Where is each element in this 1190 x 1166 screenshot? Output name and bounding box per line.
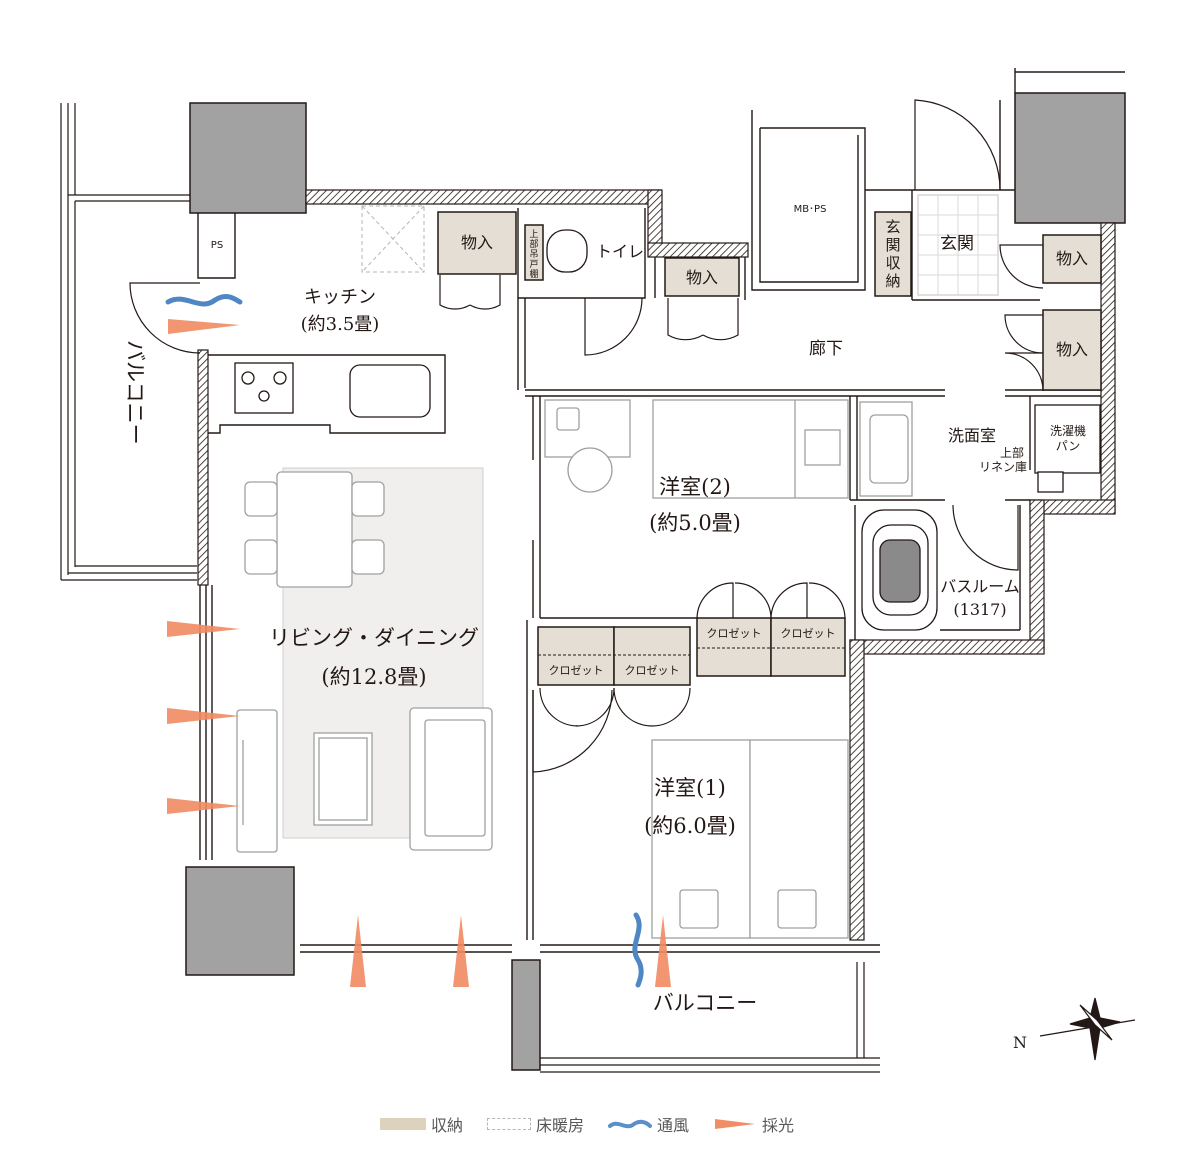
legend-ventilation-label: 通風	[657, 1116, 690, 1135]
upper-shelf	[524, 224, 544, 281]
toilet-name: トイレ	[596, 242, 644, 261]
entrance-storage-mid-label: 物入	[1056, 340, 1088, 359]
linen-label-2: リネン庫	[979, 460, 1027, 474]
balcony-south-name: バルコニー	[653, 991, 758, 1015]
ventilation-icon	[165, 294, 243, 307]
furniture	[234, 194, 1101, 939]
linen-label-1: 上部	[1000, 445, 1024, 460]
corridor-storage	[664, 257, 740, 297]
ventilation-wave-icon	[608, 1119, 653, 1129]
ventilation-markers	[165, 294, 644, 988]
shoe-storage-char-2: 関	[885, 236, 900, 254]
bathroom-name: バスルーム	[940, 577, 1020, 596]
storage-units	[437, 211, 1102, 686]
closet-w2-b-label: クロゼット	[781, 627, 836, 640]
room-labels: キッチン (約3.5畳) リビング・ダイニング (約12.8畳) 洋室(2) (…	[123, 204, 1088, 1052]
balcony-south	[540, 962, 880, 1073]
daylight-icon	[167, 798, 240, 814]
legend-daylight: 採光	[713, 1112, 794, 1136]
floor-heating-swatch	[487, 1118, 532, 1130]
mbps-label: MB･PS	[794, 204, 827, 215]
legend: 収納 床暖房 通風 採光	[380, 1112, 818, 1136]
pillars	[185, 92, 1126, 1071]
legend-daylight-label: 採光	[762, 1116, 795, 1135]
legend-storage: 収納	[380, 1112, 463, 1136]
closet-w1-b	[613, 626, 691, 686]
upper-shelf-char-5: 棚	[529, 268, 538, 280]
kitchen-name: キッチン	[304, 287, 376, 308]
entrance-name: 玄関	[940, 234, 974, 254]
closet-w2-b	[770, 617, 846, 677]
shoe-storage-char-4: 納	[885, 272, 900, 290]
daylight-icon	[350, 915, 366, 987]
corridor-name: 廊下	[809, 339, 843, 359]
daylight-markers	[167, 319, 671, 987]
kitchen-storage-label: 物入	[461, 233, 493, 252]
washroom-name: 洗面室	[948, 426, 996, 445]
western1-size: (約6.0畳)	[644, 814, 736, 838]
ventilation-icon	[632, 912, 644, 988]
entrance-storage-mid	[1042, 309, 1102, 391]
closet-w2-a	[696, 617, 772, 677]
shoe-storage-char-3: 収	[885, 254, 900, 272]
daylight-icon	[167, 621, 240, 637]
compass-north-label: N	[1013, 1033, 1027, 1052]
entrance-storage-top-label: 物入	[1056, 249, 1088, 268]
daylight-triangle-icon	[715, 1119, 756, 1129]
shoe-storage-char-1: 玄	[885, 218, 900, 236]
upper-shelf-char-4: 戸	[529, 259, 538, 270]
legend-floor-heating-label: 床暖房	[536, 1116, 585, 1135]
ps-label: PS	[211, 240, 223, 251]
washer-pan-label-2: パン	[1056, 439, 1081, 453]
closet-w1-a-label: クロゼット	[549, 664, 604, 677]
daylight-icon	[167, 708, 240, 724]
doors	[129, 99, 1044, 773]
western1-name: 洋室(1)	[654, 776, 726, 800]
legend-storage-label: 収納	[431, 1116, 464, 1135]
storage-swatch	[380, 1118, 426, 1130]
closet-w1-a	[537, 626, 615, 686]
bathroom-size: (1317)	[953, 600, 1006, 619]
entrance-shoe-storage	[874, 211, 912, 297]
western2-name: 洋室(2)	[659, 475, 731, 499]
kitchen-storage	[437, 211, 517, 275]
corridor-storage-label: 物入	[686, 268, 718, 287]
upper-shelf-char-1: 上	[529, 229, 538, 240]
closet-w1-b-label: クロゼット	[625, 664, 680, 677]
living-size: (約12.8畳)	[321, 665, 426, 689]
upper-shelf-char-3: 吊	[529, 249, 538, 260]
balcony-west	[60, 103, 197, 581]
floor-heating-zones	[361, 205, 425, 273]
balcony-west-name: バルコニー	[123, 340, 147, 445]
upper-shelf-char-2: 部	[529, 238, 538, 250]
western2-size: (約5.0畳)	[649, 511, 741, 535]
daylight-icon	[453, 915, 469, 987]
compass	[1039, 997, 1136, 1061]
exterior-walls	[197, 189, 1116, 941]
legend-floor-heating: 床暖房	[487, 1112, 584, 1136]
kitchen-size: (約3.5畳)	[301, 314, 380, 335]
legend-ventilation: 通風	[608, 1112, 689, 1136]
entrance-storage-top	[1042, 234, 1102, 284]
washer-pan-label-1: 洗濯機	[1050, 423, 1086, 438]
daylight-icon	[168, 319, 240, 334]
daylight-icon	[655, 915, 671, 987]
closet-w2-a-label: クロゼット	[707, 627, 762, 640]
living-name: リビング・ダイニング	[269, 626, 479, 650]
